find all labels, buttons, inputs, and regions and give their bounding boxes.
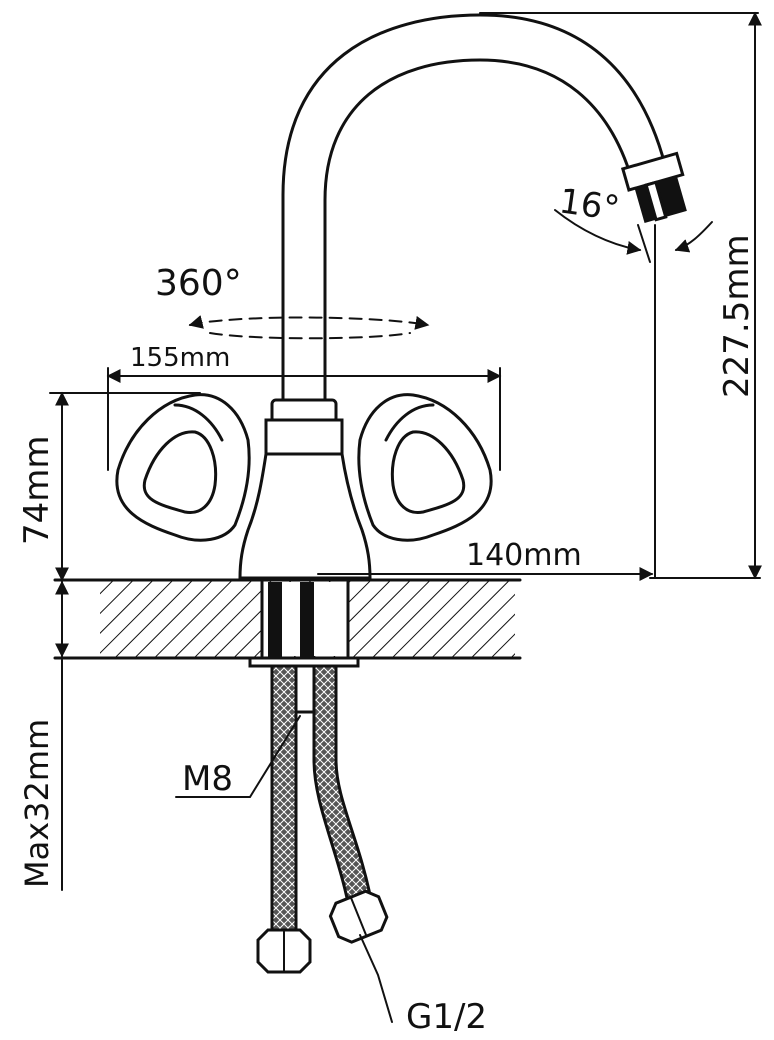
right-handle [357, 393, 493, 542]
rotation-label: 360° [155, 263, 242, 304]
width-label: 155mm [130, 343, 230, 373]
body-left-edge [238, 452, 268, 580]
m8-leader [175, 715, 301, 798]
dimension-lines [49, 11, 762, 1023]
left-hose [270, 664, 298, 938]
spout [281, 13, 687, 402]
flexible-hoses [256, 664, 389, 974]
right-hose-nut [328, 889, 389, 944]
right-hose [312, 664, 374, 914]
spout-inner-line [323, 58, 634, 402]
reach-label: 140mm [466, 538, 582, 573]
left-handle-grip [142, 430, 218, 515]
dimension-labels: 360° 16° 155mm 74mm 227.5mm 140mm Max32m… [17, 181, 757, 1037]
right-handle-grip [390, 430, 466, 515]
total-height-label: 227.5mm [717, 234, 757, 398]
faucet-body [238, 452, 372, 580]
rotation-arrow [188, 315, 430, 330]
g12-leader [359, 934, 393, 1023]
hose-thread-label: G1/2 [406, 997, 487, 1035]
body-right-edge [340, 452, 372, 580]
countertop [53, 578, 522, 660]
body-height-label: 74mm [17, 435, 57, 545]
stud-thread-label: M8 [182, 759, 233, 799]
left-handle [115, 393, 251, 542]
spout-collar [264, 398, 344, 456]
spout-angle-label: 16° [557, 181, 622, 229]
threaded-stud [294, 664, 316, 714]
aerator [620, 151, 687, 223]
max-thickness-label: Max32mm [18, 719, 56, 888]
spout-outer-line [281, 13, 667, 402]
